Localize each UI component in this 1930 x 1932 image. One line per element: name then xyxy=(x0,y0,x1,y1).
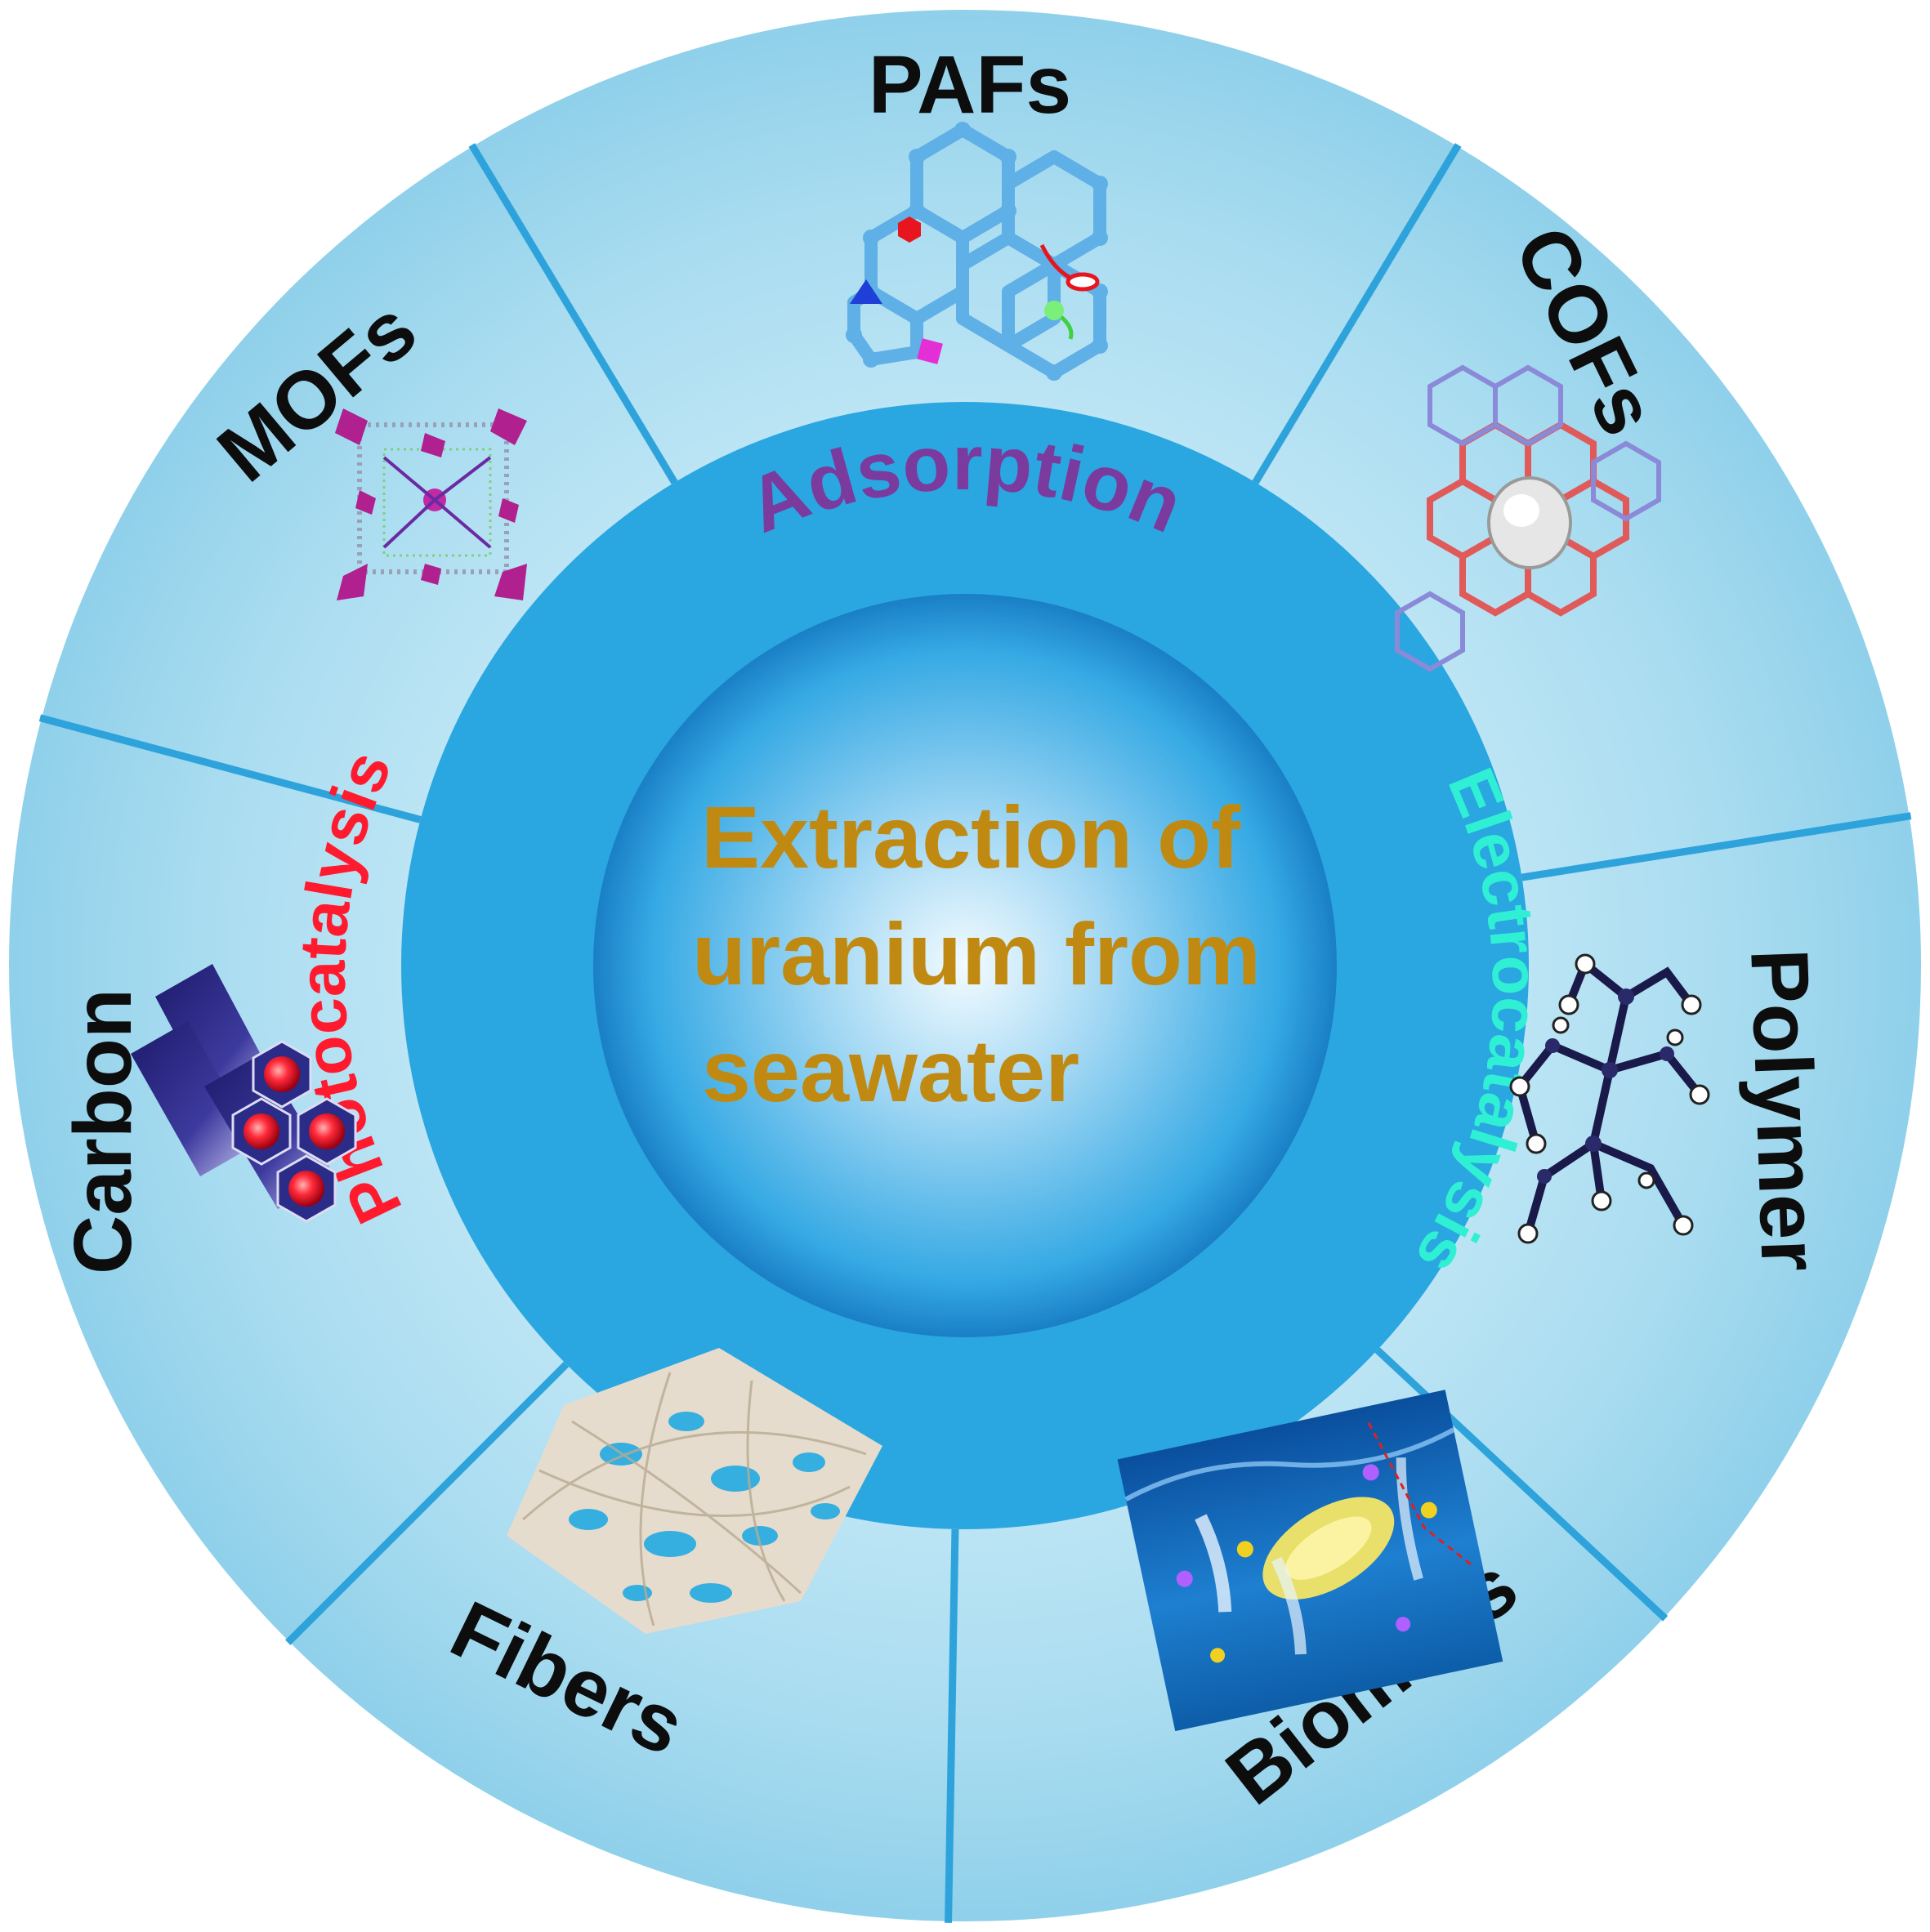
sector-divider-1 xyxy=(468,143,678,484)
mof-cage-icon xyxy=(335,408,527,600)
fiber-mat-icon xyxy=(507,1348,882,1634)
material-label-carbon: Carbon xyxy=(57,988,149,1274)
polymer-molecule-icon xyxy=(1509,953,1710,1244)
paf-framework-icon xyxy=(846,122,1108,381)
sector-dividers xyxy=(38,143,1912,1923)
carbon-hexagon-tubes-icon xyxy=(131,964,357,1223)
biomass-seawater-icon xyxy=(1117,1390,1503,1732)
center-title-line-2: uranium from xyxy=(692,904,1261,1003)
cof-lattice-icon xyxy=(1395,364,1661,672)
sector-divider-7 xyxy=(38,714,422,823)
sector-divider-3 xyxy=(1521,812,1912,881)
center-core xyxy=(593,594,1337,1337)
sector-divider-2 xyxy=(1252,143,1462,484)
center-title-line-3: seawater xyxy=(702,1021,1079,1120)
center-title-line-1: Extraction of xyxy=(701,788,1241,886)
center-title: Extraction of uranium from seawater xyxy=(692,788,1261,1120)
material-label-polymer: Polymer xyxy=(1733,948,1836,1273)
sector-divider-5 xyxy=(945,1528,959,1923)
material-label-pafs: PAFs xyxy=(869,39,1071,131)
sector-divider-6 xyxy=(285,1361,570,1645)
